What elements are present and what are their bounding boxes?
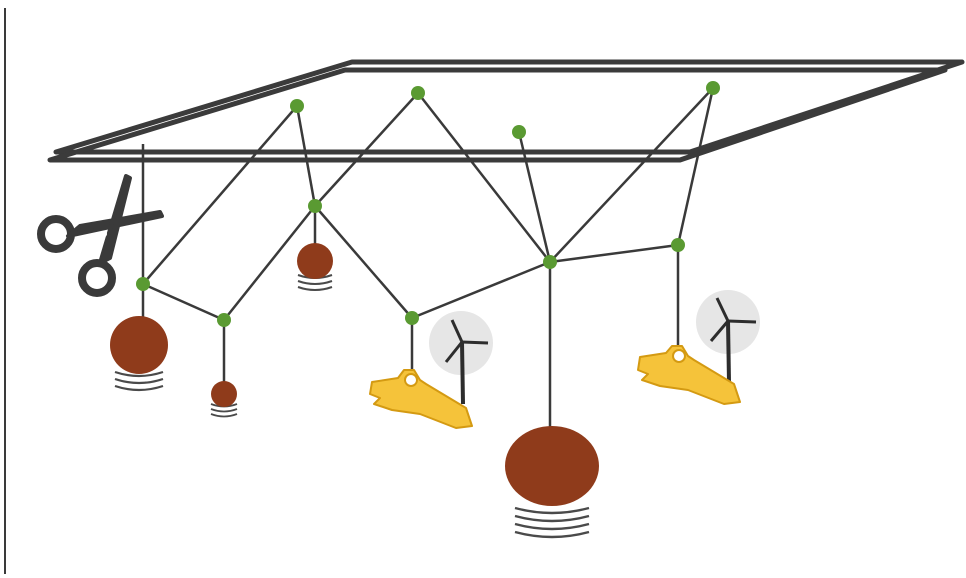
wind-turbine-icon — [696, 290, 760, 383]
weight-medium — [297, 243, 333, 291]
wind-turbine-icon — [429, 311, 493, 405]
weight-small — [210, 381, 238, 418]
hand-icon — [637, 345, 741, 405]
weight-large-center — [505, 426, 599, 539]
weight-large-left — [110, 316, 168, 392]
scissors-icon — [37, 174, 164, 297]
nodes — [136, 81, 720, 327]
ceiling-frame — [47, 59, 965, 163]
hand-icon — [369, 369, 473, 429]
weights — [110, 243, 599, 539]
connections — [141, 87, 715, 430]
left-border — [4, 8, 6, 574]
